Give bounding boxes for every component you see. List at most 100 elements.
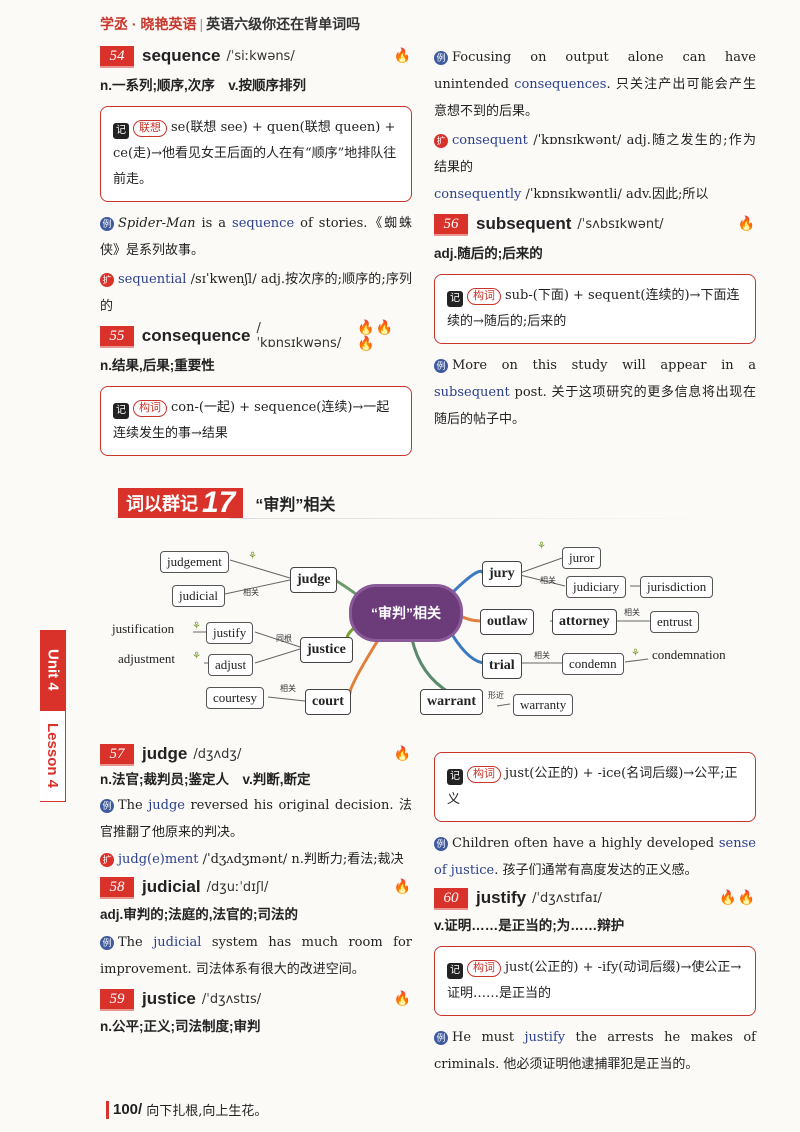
example-post: of stories.《蜘蛛侠》是系列故事。 [100,216,412,258]
tip-text: se(联想 see) + quen(联想 queen) + ce(走)→他看见女… [113,120,397,187]
node-judicial: judicial [172,585,225,607]
relation-label: 相关 [624,608,640,617]
node-condemn: condemn [562,653,624,675]
example-pre: He must [452,1030,525,1045]
tip-text: con-(一起) + sequence(连续)→一起连续发生的事→结果 [113,400,390,441]
frequency-flame-icon: 🔥 [393,746,412,762]
example-post: reversed his original decision. 法官推翻了他原来… [100,798,412,840]
header-brand: 学丞 · 晓艳英语 [100,16,197,32]
example-icon: 例 [434,51,448,65]
example-highlight: subsequent [434,385,510,400]
unit-side-tab: Unit 4 Lesson 4 [40,630,84,802]
extension-word: consequent [452,133,528,148]
frequency-flame-icon: 🔥 [393,879,412,895]
example-icon: 例 [100,936,114,950]
tip-icon: 记 [113,123,129,139]
entry-subsequent: 56 subsequent /ˈsʌbsɪkwənt/ 🔥 adj.随后的;后来… [434,212,756,433]
entry-consequence: 55 consequence /ˈkɒnsɪkwəns/ 🔥🔥🔥 n.结果,后果… [100,320,412,456]
extension-word: sequential [118,272,187,287]
entry-head: 58 judicial /dʒuːˈdɪʃl/ 🔥 [100,875,412,899]
node-court: court [305,689,351,715]
example-post: post. 关于这项研究的更多信息将出现在随后的帖子中。 [434,385,756,427]
entry-definition: n.结果,后果;重要性 [100,358,215,373]
entry-phonetic: /ˈsiːkwəns/ [226,48,295,64]
node-adjustment: adjustment [118,651,176,666]
node-adjust: adjust [208,654,254,676]
extension-rest: /sɪˈkwenʃl/ adj.按次序的;顺序的;序列的 [100,272,412,314]
tip-text: sub-(下面) + sequent(连续的)→下面连续的→随后的;后来的 [447,288,740,329]
entry-phonetic: /ˈdʒʌstɪs/ [201,991,262,1007]
entry-number: 60 [434,888,468,910]
tip-tag: 联想 [133,120,167,137]
example-icon: 例 [434,837,448,851]
entry-head: 56 subsequent /ˈsʌbsɪkwənt/ 🔥 [434,212,756,236]
frequency-flame-icon: 🔥 [737,216,756,232]
tip-icon: 记 [447,963,463,979]
node-trial: trial [482,653,522,679]
example-icon: 例 [434,1031,448,1045]
mindmap-center: “审判”相关 [352,587,460,639]
tip-tag: 构词 [467,766,501,783]
entry-judicial: 58 judicial /dʒuːˈdɪʃl/ 🔥 adj.审判的;法庭的,法官… [100,875,412,983]
example-pre: Focusing on output alone can have uninte… [434,50,756,92]
node-warrant: warrant [420,689,483,715]
running-header: 学丞 · 晓艳英语|英语六级你还在背单词吗 [100,14,360,34]
example-highlight: justify [524,1030,566,1045]
entry-definition: n.公平;正义;司法制度;审判 [100,1019,261,1034]
branch-leaf-icon: ⚘ [192,651,201,662]
extension-icon: 扩 [100,273,114,287]
frequency-flame-icon: 🔥 [393,48,412,64]
entry-justice: 59 justice /ˈdʒʌstɪs/ 🔥 n.公平;正义;司法制度;审判 [100,987,412,1037]
header-separator: | [199,16,204,32]
extension-rest: /ˈkɒnsɪkwənt/ adj.随之发生的;作为结果的 [434,133,756,175]
relation-label: 相关 [280,684,296,693]
entry-number: 58 [100,877,134,899]
example-mid: is a [195,216,233,231]
branch-leaf-icon: ⚘ [192,621,201,632]
example-highlight: sequence [232,216,295,231]
example-pre: More on this study will appear in a [452,358,756,373]
node-outlaw: outlaw [480,609,535,635]
example-post: system has much room for improvement. 司法… [100,935,412,977]
entry-phonetic: /dʒʌdʒ/ [193,746,242,762]
example-icon: 例 [100,799,114,813]
node-judge: judge [290,567,338,593]
example-pre: Children often have a highly developed [452,836,719,851]
relation-label: 同根 [276,634,292,643]
example-post: . 只关注产出可能会产生意想不到的后果。 [434,77,756,119]
tip-text: just(公正的) + -ify(动词后缀)→使公正→证明……是正当的 [447,960,742,1001]
node-jurisdiction: jurisdiction [640,576,714,598]
node-entrust: entrust [650,611,700,633]
frequency-flame-icon: 🔥🔥🔥 [357,320,394,352]
mindmap: “审判”相关 judgement ⚘ judicial 相关 judge jus… [100,535,760,730]
extension-line: consequently /ˈkɒnsɪkwəntli/ adv.因此;所以 [434,181,756,208]
relation-label: 相关 [540,576,556,585]
entry-head: 57 judge /dʒʌdʒ/ 🔥 [100,742,412,766]
extension-word: consequently [434,187,522,202]
header-title: 英语六级你还在背单词吗 [206,16,361,32]
branch-leaf-icon: ⚘ [631,648,640,659]
extension-icon: 扩 [434,134,448,148]
entry-definition: n.法官;裁判员;鉴定人 v.判断,断定 [100,772,311,787]
relation-label: 相关 [534,651,550,660]
entry-number: 54 [100,46,134,68]
entry-word: subsequent [476,214,572,233]
entry-head: 54 sequence /ˈsiːkwəns/ 🔥 [100,44,412,68]
extension-line: 扩 sequential /sɪˈkwenʃl/ adj.按次序的;顺序的;序列的 [100,266,412,320]
left-column-bottom: 57 judge /dʒʌdʒ/ 🔥 n.法官;裁判员;鉴定人 v.判断,断定 … [100,742,412,1037]
frequency-flame-icon: 🔥 [393,991,412,1007]
entry-word: judicial [142,877,201,896]
entry-definition: adj.审判的;法庭的,法官的;司法的 [100,907,298,922]
node-courtesy: courtesy [206,687,265,709]
entry-phonetic: /dʒuːˈdɪʃl/ [206,879,269,895]
example-highlight: judge [148,798,185,813]
